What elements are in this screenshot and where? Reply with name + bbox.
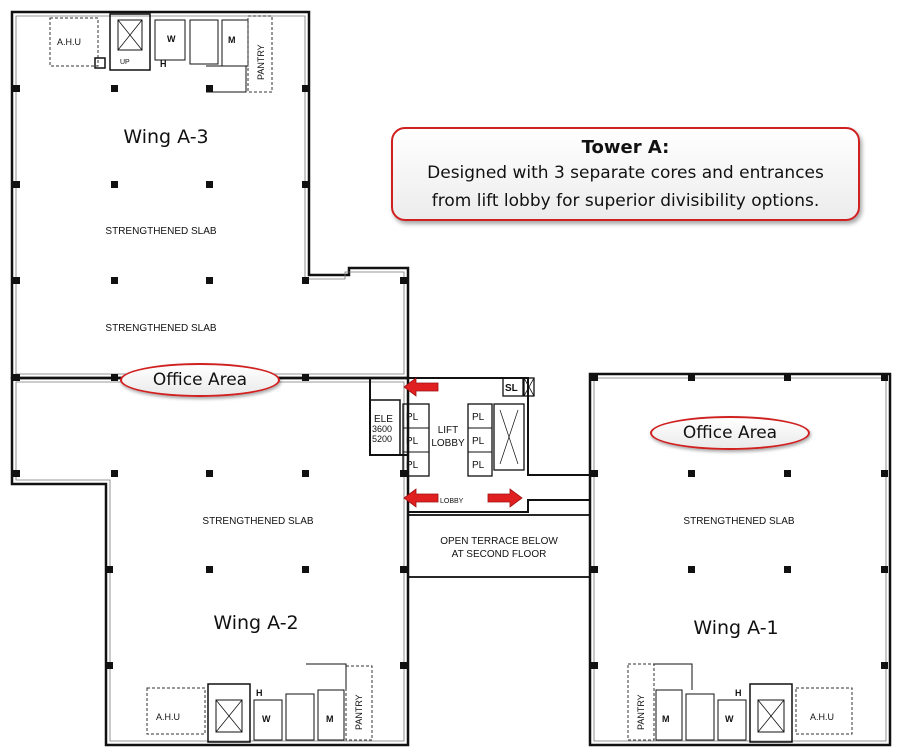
wing-a3-label: Wing A-3 <box>123 126 208 148</box>
sl-label: SL <box>505 383 518 394</box>
core-a3-w-label: W <box>167 34 176 44</box>
core-a2-pantry-label: PANTRY <box>354 694 364 730</box>
wing-a2-outline <box>10 376 410 747</box>
open-terrace <box>407 514 591 578</box>
core-a2-m-label: M <box>326 714 334 724</box>
office-area-label-right: Office Area <box>650 416 810 450</box>
slab-label-a1: STRENGTHENED SLAB <box>683 516 794 527</box>
core-a2-h-label: H <box>256 688 263 698</box>
core-a2-w-label: W <box>262 714 271 724</box>
pl-label-5: PL <box>472 436 485 447</box>
columns <box>13 85 888 669</box>
entrance-arrows <box>403 377 523 508</box>
core-a1-pantry-label: PANTRY <box>636 694 646 730</box>
core-a2-ahu-label: A.H.U <box>156 712 180 722</box>
ele-label-1: ELE <box>374 414 393 425</box>
core-a3-m-label: M <box>228 35 236 45</box>
callout-line-2: from lift lobby for superior divisibilit… <box>431 191 820 211</box>
slab-label-a3-lower: STRENGTHENED SLAB <box>105 323 216 334</box>
core-a1: PANTRY M W H A.H.U <box>627 663 853 743</box>
terrace-label-1: OPEN TERRACE BELOW <box>440 536 558 547</box>
pl-label-1: PL <box>406 412 419 423</box>
lift-lobby-core: ELE 3600 5200 PL PL PL PL PL PL LIFT LOB… <box>369 377 535 505</box>
arrow-left-upper <box>403 377 439 397</box>
small-lobby-label: LOBBY <box>440 498 464 505</box>
core-a3-ahu-label: A.H.U <box>57 37 81 47</box>
office-area-label-left: Office Area <box>120 363 280 397</box>
callout-line-1: Designed with 3 separate cores and entra… <box>427 163 824 183</box>
core-a2: A.H.U W M H PANTRY <box>146 663 373 743</box>
callout-title: Tower A: <box>581 137 670 158</box>
arrow-right-lower <box>487 488 523 508</box>
arrow-left-lower <box>403 488 439 508</box>
core-a3-pantry-label: PANTRY <box>256 44 266 80</box>
pl-label-6: PL <box>472 460 485 471</box>
wing-a2-label: Wing A-2 <box>213 612 298 634</box>
wing-a1-label: Wing A-1 <box>693 617 778 639</box>
core-a1-h-label: H <box>735 688 742 698</box>
wing-a3-inner-wall <box>15 15 405 375</box>
wing-a2-inner-wall <box>15 381 405 742</box>
pl-label-2: PL <box>406 436 419 447</box>
slab-label-a2: STRENGTHENED SLAB <box>202 516 313 527</box>
core-a3-up-label: UP <box>120 59 130 66</box>
ele-label-2: 3600 <box>372 424 392 434</box>
core-a1-ahu-label: A.H.U <box>810 712 834 722</box>
ele-label-3: 5200 <box>372 434 392 444</box>
core-a3-h-label: H <box>160 59 167 69</box>
slab-label-a3-upper: STRENGTHENED SLAB <box>105 226 216 237</box>
core-a1-m-label: M <box>662 714 670 724</box>
core-a3: A.H.U W M H PANTRY UP <box>49 13 273 93</box>
lift-lobby-label-1: LIFT <box>438 425 459 436</box>
lift-lobby-label-2: LOBBY <box>431 438 465 449</box>
pl-label-4: PL <box>472 412 485 423</box>
tower-a-callout: Tower A: Designed with 3 separate cores … <box>391 127 860 221</box>
terrace-label-2: AT SECOND FLOOR <box>452 549 547 560</box>
pl-label-3: PL <box>406 460 419 471</box>
core-a1-w-label: W <box>725 714 734 724</box>
